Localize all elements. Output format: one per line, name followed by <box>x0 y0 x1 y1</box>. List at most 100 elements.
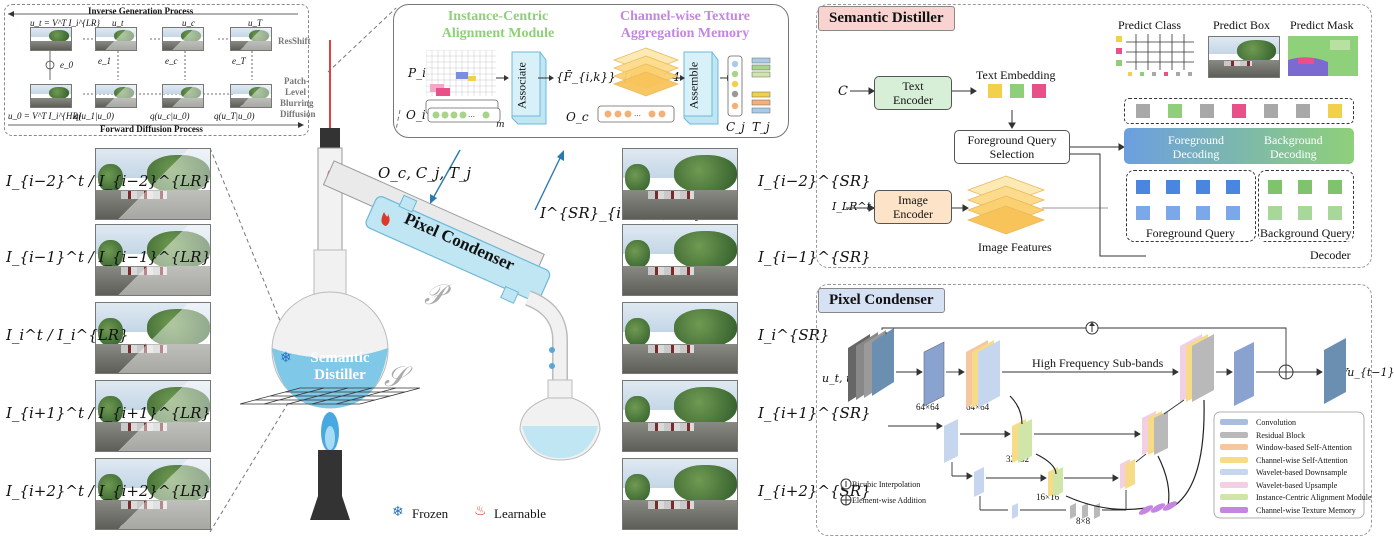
bg-decoding-line-2: Decoding <box>1270 147 1317 161</box>
text-embedding-square <box>988 84 1002 98</box>
t-j-label: T_j <box>752 120 770 134</box>
fg-sel-line-1: Foreground Query <box>967 133 1057 147</box>
legend-swatch <box>1220 419 1248 425</box>
output-frame-4 <box>622 458 738 530</box>
background-query-square <box>1268 206 1282 220</box>
forward-diffusion-title: Forward Diffusion Process <box>100 124 203 134</box>
fg-decoding-label: Foreground Decoding <box>1168 133 1224 161</box>
legend-row: Instance-Centric Alignment Module <box>1220 493 1372 502</box>
legend-label: Window-based Self-Attention <box>1256 443 1352 452</box>
size-8: 8×8 <box>1076 516 1091 526</box>
semantic-flask-line-1: Semantic <box>310 350 370 366</box>
q-label-c: q(u_c|u_0) <box>150 111 190 121</box>
inverse-arrow <box>8 11 298 17</box>
size-16: 16×16 <box>1036 492 1060 502</box>
decoded-query-square <box>1136 104 1150 118</box>
instance-queries: … <box>597 105 675 123</box>
fg-sel-line-2: Selection <box>989 147 1035 161</box>
image-features-label: Image Features <box>978 240 1052 254</box>
svg-text:…: … <box>468 111 475 119</box>
input-frame-1 <box>95 224 211 296</box>
legend-swatch <box>1220 506 1248 513</box>
output-label-2: I_i^{SR} <box>758 326 830 344</box>
q-label-1: q(u_1|u_0) <box>74 111 114 121</box>
input-label-2: I_i^t / I_i^{LR} <box>6 326 129 344</box>
input-label-3: I_{i+1}^t / I_{i+1}^{LR} <box>6 404 211 422</box>
diff-frame-top-2 <box>162 27 204 51</box>
p-i-label: P_i <box>408 66 426 80</box>
foreground-query-square <box>1196 206 1210 220</box>
texture-tokens <box>751 57 771 114</box>
forward-arrow <box>8 122 304 128</box>
output-label-1: I_{i−1}^{SR} <box>758 248 871 266</box>
legend-swatch <box>1220 494 1248 500</box>
input-label-0: I_{i−2}^t / I_{i−2}^{LR} <box>6 172 211 190</box>
legend-row: Window-based Self-Attention <box>1220 443 1352 452</box>
icam-title-text: Instance-Centric Alignment Module <box>441 9 555 41</box>
predict-box-image <box>1208 36 1280 78</box>
legend-row: Wavelet-based Downsample <box>1220 468 1347 477</box>
image-feature-stack <box>966 175 1046 235</box>
text-embedding-square <box>1010 84 1024 98</box>
bg-query-box <box>1258 170 1354 242</box>
legend-label: Channel-wise Self-Attention <box>1256 455 1348 465</box>
predict-class-grid <box>1116 34 1194 76</box>
foreground-query-square <box>1226 180 1240 194</box>
predict-mask-label: Predict Mask <box>1290 18 1354 32</box>
foreground-query-square <box>1136 180 1150 194</box>
decoded-query-square <box>1200 104 1214 118</box>
input-frame-2 <box>95 302 211 374</box>
legend-swatch <box>1220 469 1248 475</box>
addition-legend-label: Element-wise Addition <box>852 496 926 505</box>
learnable-legend-label: Learnable <box>494 506 546 521</box>
semantic-flask-label: Semantic Distiller <box>294 350 386 384</box>
image-encoder-line-2: Encoder <box>893 207 933 221</box>
legend-row: Channel-wise Texture Memory <box>1220 505 1356 515</box>
input-frame-4 <box>95 458 211 530</box>
predict-class-label: Predict Class <box>1118 18 1181 32</box>
frozen-legend-label: Frozen <box>412 506 449 521</box>
output-frame-0 <box>622 148 738 220</box>
decoded-query-square <box>1296 104 1310 118</box>
text-embedding-square <box>1032 84 1046 98</box>
semantic-flask-line-2: Distiller <box>314 367 366 383</box>
top-query-row <box>1124 98 1354 124</box>
output-label-3: I_{i+1}^{SR} <box>758 404 871 422</box>
label-u-c: u_c <box>182 18 195 28</box>
input-label-1: I_{i−1}^t / I_{i−1}^{LR} <box>6 248 211 266</box>
resshift-label: ResShift <box>278 36 311 46</box>
cwtam-title-text: Channel-wise Texture Aggregation Memory <box>619 9 751 41</box>
foreground-query-square <box>1136 206 1150 220</box>
legend-swatch <box>1220 481 1248 488</box>
pixel-condenser-panel <box>816 284 1372 536</box>
background-query-square <box>1268 180 1282 194</box>
background-query-square <box>1328 206 1342 220</box>
diff-frame-bot-2 <box>162 84 204 108</box>
output-frame-3 <box>622 380 738 452</box>
background-query-square <box>1328 180 1342 194</box>
foreground-query-square <box>1196 180 1210 194</box>
diffusion-process-panel <box>4 4 309 136</box>
legend-label: Wavelet-based Upsample <box>1256 480 1338 490</box>
o-i-label: O_i <box>406 108 426 122</box>
inverse-generation-title: Inverse Generation Process <box>88 6 194 16</box>
legend-row: Channel-wise Self-Attention <box>1220 455 1348 465</box>
frozen-legend-icon: ❄ <box>392 505 404 520</box>
image-encoder-line-1: Image <box>898 193 928 207</box>
legend-label: Channel-wise Texture Memory <box>1256 505 1356 515</box>
decoded-query-square <box>1168 104 1182 118</box>
foreground-query-square <box>1166 180 1180 194</box>
background-query-square <box>1298 206 1312 220</box>
legend-label: Convolution <box>1256 418 1297 427</box>
legend-row: Wavelet-based Upsample <box>1220 480 1338 490</box>
alignment-aggregation-panel <box>393 4 789 138</box>
semantic-distiller-title: Semantic Distiller <box>818 6 955 31</box>
text-embedding-label: Text Embedding <box>976 68 1056 82</box>
input-frame-0 <box>95 148 211 220</box>
input-frame-3 <box>95 380 211 452</box>
eq-top: u_t = V^T I_i^{LR} <box>30 18 100 28</box>
legend-label: Residual Block <box>1256 430 1306 440</box>
legend-swatch <box>1220 456 1248 463</box>
